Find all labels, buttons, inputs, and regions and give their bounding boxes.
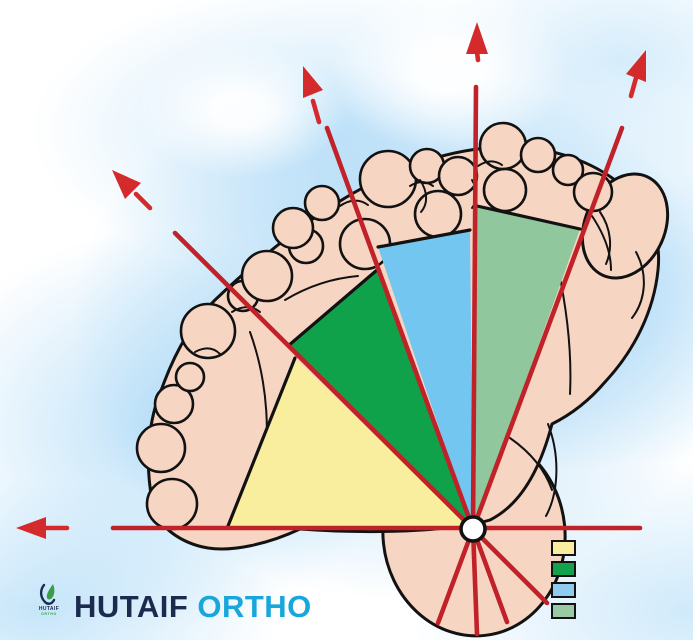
arrow-up-mid-left: [303, 66, 323, 125]
radial-line-upright-20: [470, 125, 625, 532]
toe-pad: [179, 302, 237, 360]
toe-pad: [174, 361, 206, 393]
heel-ray-3: [470, 526, 510, 625]
legend-swatch-sage: [551, 603, 576, 619]
toe-pad: [135, 422, 187, 474]
brand-emblem-sublabel: ORTHO: [41, 612, 57, 616]
radial-line-upleft-20: [324, 125, 476, 532]
radial-line-vertical: [470, 84, 479, 532]
toe-pad: [437, 155, 479, 197]
radial-line-upleft-45: [172, 230, 476, 532]
pivot-marker: [459, 515, 487, 543]
legend-swatch-green: [551, 561, 576, 577]
brand-wordmark-secondary: ORTHO: [197, 589, 312, 624]
heel-ray-1: [435, 526, 476, 626]
toe-pad: [145, 477, 199, 531]
brand-emblem-label: HUTAIF: [38, 606, 60, 612]
reference-lines: [110, 84, 643, 637]
arrow-left: [16, 517, 70, 539]
toe-pad: [303, 184, 341, 222]
zone-green-wedge: [288, 270, 473, 529]
legend-swatch-blue: [551, 582, 576, 598]
toe-pad: [271, 206, 315, 250]
toe-pad: [519, 136, 557, 174]
toe-pad: [551, 153, 585, 187]
heel-ray-2: [470, 526, 480, 637]
brand-emblem-icon: [39, 583, 56, 605]
zone-blue-wedge: [378, 230, 473, 529]
zone-outer-edges: [226, 204, 582, 528]
arrow-up-left: [112, 170, 153, 211]
angle-zones: [226, 204, 582, 529]
heel-ray-4: [470, 526, 550, 606]
toe-pad: [358, 149, 418, 209]
toe-pad: [240, 249, 294, 303]
zone-sage-wedge: [473, 206, 580, 529]
arrow-up: [466, 22, 488, 63]
toe-pad: [482, 167, 528, 213]
arrow-up-right: [626, 50, 646, 99]
toe-pad: [413, 189, 463, 239]
legend-swatch-yellow: [551, 540, 576, 556]
direction-arrows: [16, 22, 646, 539]
zone-legend: [551, 540, 576, 619]
brand-emblem: HUTAIF ORTHO: [28, 583, 70, 616]
brand-wordmark-primary: HUTAIF: [74, 589, 189, 624]
toe-pad: [153, 383, 195, 425]
zone-yellow-wedge: [228, 358, 473, 529]
